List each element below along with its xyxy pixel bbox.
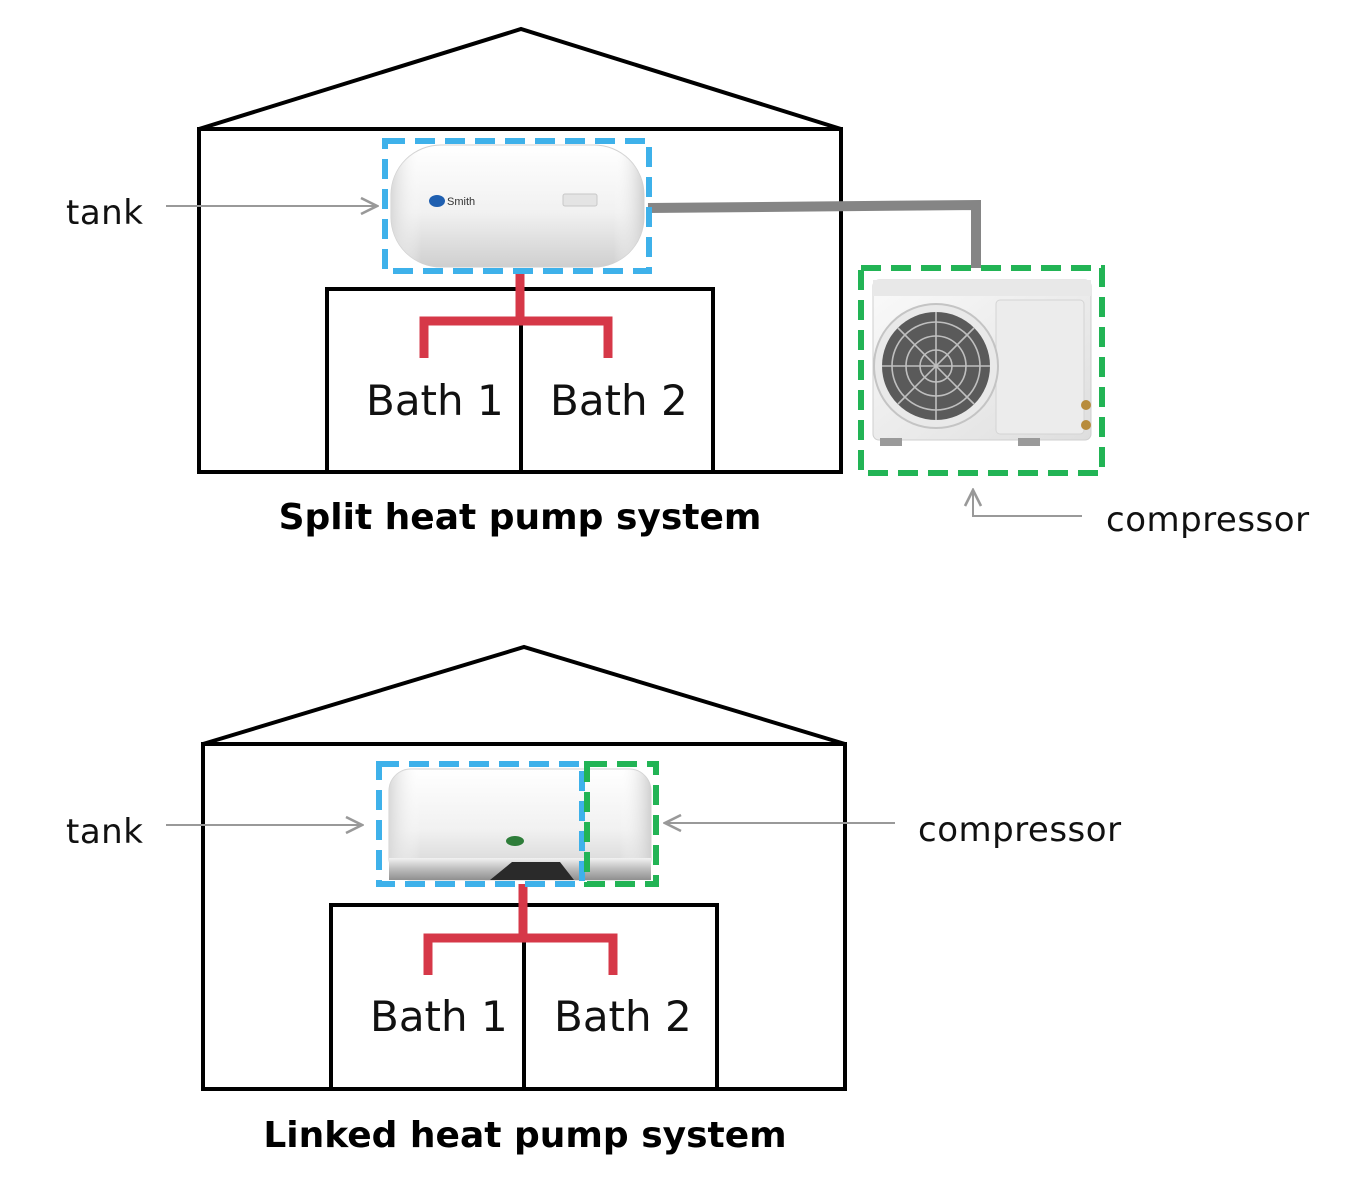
- hot-water-pipe: [419, 272, 613, 358]
- linked-bath1-label: Bath 1: [370, 992, 508, 1041]
- house-roof: [202, 644, 846, 746]
- linked-title: Linked heat pump system: [263, 1115, 786, 1156]
- brand-logo-icon: [506, 836, 524, 846]
- linked-tank-image: [388, 768, 652, 881]
- linked-bath2-label: Bath 2: [554, 992, 692, 1041]
- compressor-highlight-box: [858, 265, 1105, 476]
- linked-system-diagram: tank compressor Bath 1 Bath 2 Linked hea…: [66, 644, 1122, 1156]
- brand-logo-icon: [429, 195, 445, 207]
- split-tank-label: tank: [66, 193, 143, 233]
- tank-highlight-box: [382, 138, 652, 274]
- tank-image: Smith: [390, 144, 645, 268]
- split-bath2-label: Bath 2: [550, 376, 688, 425]
- split-compressor-label: compressor: [1106, 500, 1310, 540]
- linked-compressor-highlight-box: [584, 761, 659, 887]
- split-bath1-label: Bath 1: [366, 376, 504, 425]
- tank-display-panel: [562, 193, 598, 207]
- brand-text: Smith: [447, 196, 475, 208]
- refrigerant-pipe: [647, 199, 981, 268]
- linked-compressor-label: compressor: [918, 810, 1122, 850]
- valve-icon: [1081, 400, 1091, 410]
- split-title: Split heat pump system: [279, 497, 762, 538]
- house-roof: [198, 26, 842, 131]
- split-system-diagram: Smith tank: [66, 26, 1310, 540]
- linked-tank-label: tank: [66, 812, 143, 852]
- split-compressor-arrow: [973, 490, 1082, 517]
- hot-water-pipe: [423, 884, 618, 975]
- compressor-unit-image: [872, 279, 1092, 446]
- linked-tank-highlight-box: [376, 761, 585, 887]
